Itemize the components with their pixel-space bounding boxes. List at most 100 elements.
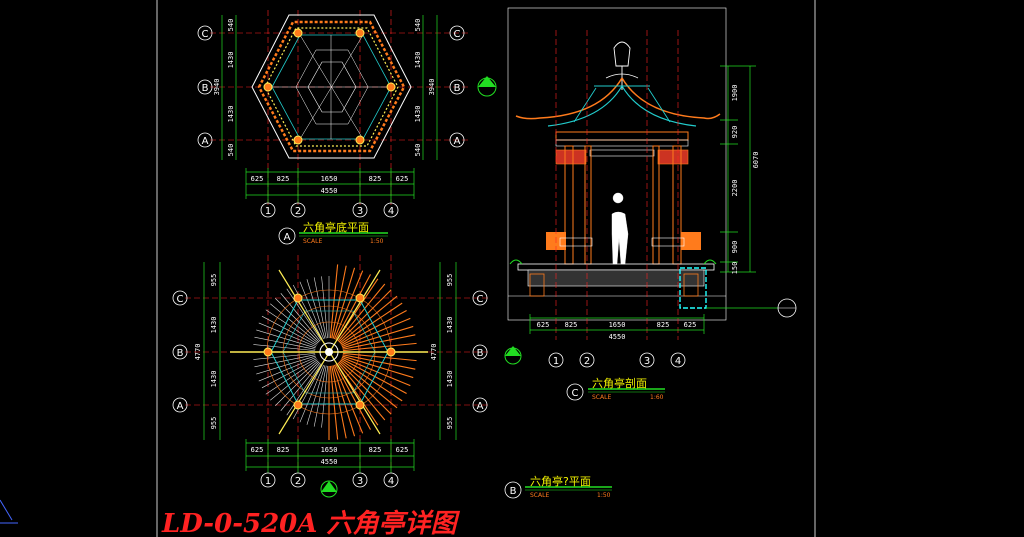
rafter-line bbox=[254, 354, 316, 368]
rafter-line bbox=[340, 302, 403, 345]
rafter-line bbox=[337, 283, 386, 342]
section-c-dim-right-2: 920 bbox=[731, 126, 739, 139]
plan-a-dim-right-total: 3940 bbox=[428, 79, 436, 96]
plan-b-dim-5: 625 bbox=[396, 446, 409, 454]
plan-a-grid-row-a: A bbox=[202, 136, 209, 147]
rafter-line bbox=[341, 358, 407, 394]
plan-a-dim-2: 825 bbox=[277, 175, 290, 183]
plan-b-grid-row-c-right: C bbox=[477, 294, 484, 305]
plan-b-dim-right-total: 4770 bbox=[430, 344, 438, 361]
rafter-line bbox=[329, 264, 339, 339]
rafter-line bbox=[341, 317, 411, 348]
rafter-line bbox=[335, 274, 371, 340]
section-c-dim-right-3: 2200 bbox=[731, 180, 739, 197]
rafter-line bbox=[342, 354, 416, 370]
plan-a-grid-row-c-right: C bbox=[454, 29, 461, 40]
plan-a-grid-row-a-right: A bbox=[454, 136, 461, 147]
plan-b-dim-left-2: 1430 bbox=[210, 317, 218, 334]
section-c-grid-col-4: 4 bbox=[675, 356, 681, 367]
plan-b-grid-row-a-right: A bbox=[477, 401, 484, 412]
rafter-line bbox=[342, 355, 414, 379]
rafter-line bbox=[280, 293, 321, 342]
rafter-line bbox=[340, 359, 403, 402]
plan-b-grid-row-c: C bbox=[177, 294, 184, 305]
section-c-grid-col-2: 2 bbox=[584, 356, 590, 367]
rafter-line bbox=[338, 289, 392, 343]
plan-a-grid-col-1: 1 bbox=[265, 206, 271, 217]
plan-b-dim-4: 825 bbox=[369, 446, 382, 454]
rafter-line bbox=[299, 364, 324, 423]
plan-a-dim-right-3: 1430 bbox=[414, 106, 422, 123]
plan-b-dim-right-2: 1430 bbox=[446, 317, 454, 334]
rafter-line bbox=[275, 298, 320, 343]
plan-b-dim-right-4: 955 bbox=[446, 417, 454, 430]
rafter-line bbox=[335, 364, 371, 430]
plan-a-dim-right-4: 540 bbox=[414, 144, 422, 157]
plan-b-grid-col-2: 2 bbox=[295, 476, 301, 487]
plan-b-tag: B bbox=[510, 486, 517, 497]
rafter-line bbox=[332, 365, 356, 437]
plan-a-grid-col-2: 2 bbox=[295, 206, 301, 217]
plan-b-dim-right-3: 1430 bbox=[446, 371, 454, 388]
plan-a-dim-4: 825 bbox=[369, 175, 382, 183]
rafter-line bbox=[286, 288, 322, 341]
rafter-line bbox=[338, 361, 392, 415]
plan-b-scale-value: 1:50 bbox=[597, 492, 611, 499]
rafter-line bbox=[299, 281, 324, 340]
section-c-dim-2: 825 bbox=[565, 321, 578, 329]
rafter-line bbox=[332, 267, 356, 339]
plan-a-scale-value: 1:50 bbox=[370, 238, 384, 245]
rafter-line bbox=[265, 309, 318, 345]
section-c-tag: C bbox=[572, 388, 579, 399]
rafter-line bbox=[292, 284, 323, 340]
rafter-line bbox=[321, 276, 328, 339]
plan-b-grid-col-4: 4 bbox=[388, 476, 394, 487]
rafter-line bbox=[339, 360, 398, 409]
plan-b-title: 六角亭?平面 bbox=[530, 474, 591, 488]
section-c-dim-4: 825 bbox=[657, 321, 670, 329]
plan-b-scale-word: SCALE bbox=[530, 492, 549, 499]
rafter-line bbox=[342, 325, 414, 349]
plan-b-dim-left-4: 955 bbox=[210, 417, 218, 430]
rafter-line bbox=[261, 358, 317, 389]
plan-a-grid-col-3: 3 bbox=[357, 206, 363, 217]
rafter-line bbox=[306, 279, 326, 339]
plan-a-drawing bbox=[197, 10, 497, 245]
plan-a-title: 六角亭底平面 bbox=[303, 220, 369, 234]
rafter-line bbox=[256, 355, 316, 375]
rafter-line bbox=[342, 352, 417, 362]
rafter-line bbox=[292, 364, 323, 420]
rafter-line bbox=[253, 344, 316, 351]
rafter-line bbox=[341, 310, 407, 346]
rafter-line bbox=[258, 322, 317, 347]
plan-a-dim-5: 625 bbox=[396, 175, 409, 183]
rafter-line bbox=[313, 277, 327, 339]
plan-a-grid-row-b: B bbox=[202, 83, 209, 94]
rafter-line bbox=[261, 315, 317, 346]
drawing-title: LD-0-520A 六角亭详图 bbox=[161, 509, 460, 537]
plan-a-dim-total: 4550 bbox=[321, 187, 338, 195]
rafter-line bbox=[342, 334, 416, 350]
plan-a-dim-left-4: 540 bbox=[227, 144, 235, 157]
plan-b-dim-2: 825 bbox=[277, 446, 290, 454]
plan-a-dim-3: 1650 bbox=[321, 175, 338, 183]
section-c-dim-3: 1650 bbox=[609, 321, 626, 329]
plan-b-grid-col-1: 1 bbox=[265, 476, 271, 487]
rafter-line bbox=[339, 295, 398, 344]
section-c-scale-value: 1:60 bbox=[650, 394, 664, 401]
rafter-line bbox=[306, 365, 326, 425]
plan-b-dim-3: 1650 bbox=[321, 446, 338, 454]
plan-a-dim-1: 625 bbox=[251, 175, 264, 183]
plan-a-grid-col-4: 4 bbox=[388, 206, 394, 217]
section-c-dim-5: 625 bbox=[684, 321, 697, 329]
section-c-title: 六角亭剖面 bbox=[592, 376, 647, 390]
plan-a-tag: A bbox=[284, 232, 291, 243]
section-c-grid-col-1: 1 bbox=[553, 356, 559, 367]
rafter-line bbox=[270, 360, 319, 401]
rafter-line bbox=[333, 270, 364, 340]
plan-a-scale-word: SCALE bbox=[303, 238, 322, 245]
plan-a-dim-right-1: 540 bbox=[414, 19, 422, 32]
rafter-line bbox=[280, 362, 321, 411]
section-c-dim-right-4: 900 bbox=[731, 241, 739, 254]
